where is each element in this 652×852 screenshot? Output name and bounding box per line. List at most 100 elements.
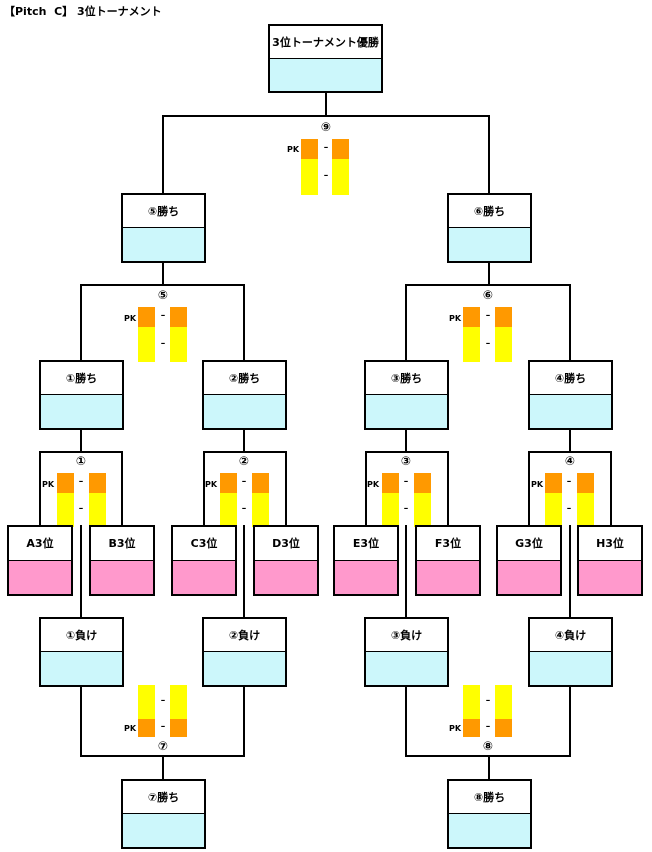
- team-box-c3[interactable]: C3位: [171, 525, 237, 596]
- winner-8-entry[interactable]: [449, 814, 530, 847]
- match-9-pk-score-left[interactable]: [301, 139, 318, 159]
- match-6-pk-score-left[interactable]: [463, 307, 480, 327]
- match-8-score-left[interactable]: [463, 685, 480, 719]
- match-2-score-left[interactable]: [220, 493, 237, 527]
- match-7-pk-score-left[interactable]: [138, 719, 155, 737]
- match-4-score-left[interactable]: [545, 493, 562, 527]
- match-1-pk-score-right[interactable]: [89, 473, 106, 493]
- match-7-label: ⑦: [157, 739, 169, 753]
- team-g3-entry[interactable]: [498, 560, 560, 594]
- winner-box-5[interactable]: ⑤勝ち: [121, 193, 206, 263]
- match-6-score-dash: –: [485, 339, 491, 349]
- loser-2-entry[interactable]: [204, 652, 285, 685]
- match-8-pk-score-right[interactable]: [495, 719, 512, 737]
- match-5-score-right[interactable]: [170, 327, 187, 362]
- team-c3-entry[interactable]: [173, 560, 235, 594]
- winner-4-entry[interactable]: [530, 395, 611, 428]
- match-3-score-right[interactable]: [414, 493, 431, 527]
- match-1-score-right[interactable]: [89, 493, 106, 527]
- match-2-pk-score-right[interactable]: [252, 473, 269, 493]
- match-2-pk-label: PK: [205, 480, 218, 489]
- match-9-score-left[interactable]: [301, 159, 318, 195]
- winner-4-label: ④勝ち: [530, 362, 611, 395]
- match-5-pk-score-left[interactable]: [138, 307, 155, 327]
- winner-3-entry[interactable]: [366, 395, 447, 428]
- team-h3-label: H3位: [579, 527, 641, 561]
- loser-box-3[interactable]: ③負け: [364, 617, 449, 687]
- winner-box-2[interactable]: ②勝ち: [202, 360, 287, 430]
- winner-box-7[interactable]: ⑦勝ち: [121, 779, 206, 849]
- match-7-score-left[interactable]: [138, 685, 155, 719]
- match-1-pk-score-left[interactable]: [57, 473, 74, 493]
- loser-box-1[interactable]: ①負け: [39, 617, 124, 687]
- match-3-pk-score-right[interactable]: [414, 473, 431, 493]
- winner-2-label: ②勝ち: [204, 362, 285, 395]
- match-5-score-left[interactable]: [138, 327, 155, 362]
- team-b3-entry[interactable]: [91, 560, 153, 594]
- match-9-label: ⑨: [320, 120, 332, 134]
- match-6-score-right[interactable]: [495, 327, 512, 362]
- team-e3-entry[interactable]: [335, 560, 397, 594]
- match-8-score-dash: –: [485, 696, 491, 706]
- loser-1-entry[interactable]: [41, 652, 122, 685]
- match-2-pk-dash: –: [241, 477, 247, 487]
- match-8-pk-score-left[interactable]: [463, 719, 480, 737]
- team-f3-label: F3位: [417, 527, 479, 561]
- winner-1-entry[interactable]: [41, 395, 122, 428]
- winner-6-entry[interactable]: [449, 228, 530, 261]
- loser-4-entry[interactable]: [530, 652, 611, 685]
- team-box-d3[interactable]: D3位: [253, 525, 319, 596]
- winner-box-3[interactable]: ③勝ち: [364, 360, 449, 430]
- match-7-pk-dash: –: [160, 722, 166, 732]
- match-1-score-left[interactable]: [57, 493, 74, 527]
- match-5-pk-score-right[interactable]: [170, 307, 187, 327]
- match-6-pk-score-right[interactable]: [495, 307, 512, 327]
- winner-8-label: ⑧勝ち: [449, 781, 530, 814]
- match-1-pk-label: PK: [42, 480, 55, 489]
- champion-entry[interactable]: [270, 58, 381, 91]
- team-a3-entry[interactable]: [9, 560, 71, 594]
- match-3-score-left[interactable]: [382, 493, 399, 527]
- champion-box[interactable]: 3位トーナメント優勝: [268, 24, 383, 93]
- team-d3-entry[interactable]: [255, 560, 317, 594]
- team-f3-entry[interactable]: [417, 560, 479, 594]
- team-box-b3[interactable]: B3位: [89, 525, 155, 596]
- match-9-pk-score-right[interactable]: [332, 139, 349, 159]
- team-box-e3[interactable]: E3位: [333, 525, 399, 596]
- match-7-score-right[interactable]: [170, 685, 187, 719]
- winner-2-entry[interactable]: [204, 395, 285, 428]
- match-5-score-dash: –: [160, 339, 166, 349]
- winner-box-6[interactable]: ⑥勝ち: [447, 193, 532, 263]
- team-box-a3[interactable]: A3位: [7, 525, 73, 596]
- winner-box-1[interactable]: ①勝ち: [39, 360, 124, 430]
- match-2-score-right[interactable]: [252, 493, 269, 527]
- match-4-pk-dash: –: [566, 477, 572, 487]
- match-3-score-dash: –: [403, 504, 409, 514]
- loser-box-2[interactable]: ②負け: [202, 617, 287, 687]
- team-box-g3[interactable]: G3位: [496, 525, 562, 596]
- match-6-score-left[interactable]: [463, 327, 480, 362]
- loser-box-4[interactable]: ④負け: [528, 617, 613, 687]
- winner-5-entry[interactable]: [123, 228, 204, 261]
- team-box-h3[interactable]: H3位: [577, 525, 643, 596]
- team-d3-label: D3位: [255, 527, 317, 561]
- match-8-score-right[interactable]: [495, 685, 512, 719]
- match-8-label: ⑧: [482, 739, 494, 753]
- team-h3-entry[interactable]: [579, 560, 641, 594]
- match-4-pk-score-left[interactable]: [545, 473, 562, 493]
- match-9-pk-dash: –: [323, 143, 329, 153]
- team-box-f3[interactable]: F3位: [415, 525, 481, 596]
- winner-6-label: ⑥勝ち: [449, 195, 530, 228]
- match-4-score-right[interactable]: [577, 493, 594, 527]
- winner-7-entry[interactable]: [123, 814, 204, 847]
- match-3-pk-score-left[interactable]: [382, 473, 399, 493]
- team-a3-label: A3位: [9, 527, 71, 561]
- team-e3-label: E3位: [335, 527, 397, 561]
- winner-box-4[interactable]: ④勝ち: [528, 360, 613, 430]
- loser-3-entry[interactable]: [366, 652, 447, 685]
- match-9-score-right[interactable]: [332, 159, 349, 195]
- match-4-pk-score-right[interactable]: [577, 473, 594, 493]
- match-2-pk-score-left[interactable]: [220, 473, 237, 493]
- match-7-pk-score-right[interactable]: [170, 719, 187, 737]
- winner-box-8[interactable]: ⑧勝ち: [447, 779, 532, 849]
